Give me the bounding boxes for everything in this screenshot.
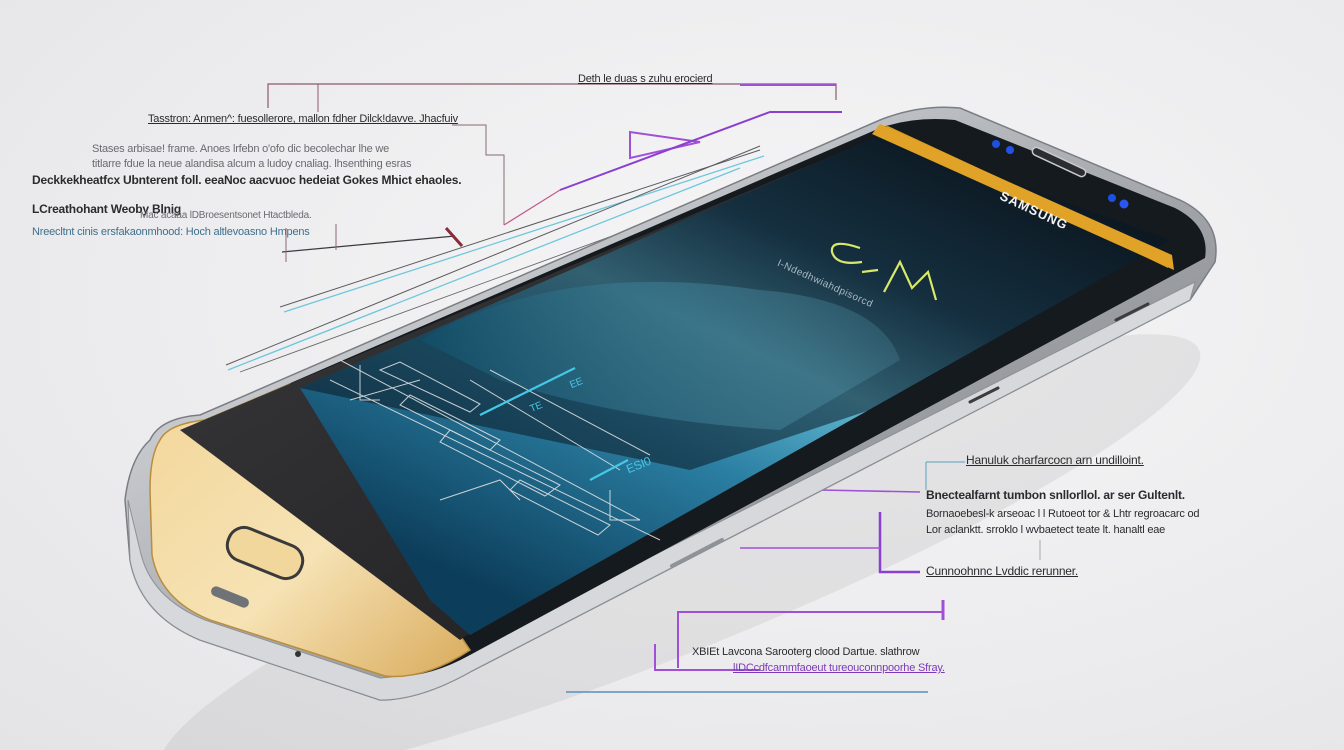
annotation-right-line: Lor aclanktt. srroklo l wvbaetect teate … [926,524,1166,536]
annotation-lines-left [225,83,842,373]
home-button [225,525,305,581]
annotation-top-right: Deth le duas s zuhu erocierd [578,73,713,85]
annotation-right-footer: Cunnoohnnc Lvddic rerunner. [926,564,1079,578]
annotation-right-heading: Hanuluk charfarcocn arn undilloint. [966,453,1144,467]
annotation-heading: Tasstron: Anmen^: fuesollerore, mallon f… [148,113,458,125]
earpiece-speaker [1031,146,1087,178]
annotation-bottom-line: lIDCcdfcammfaoeut tureouconnpoorhe Sfray… [733,662,945,674]
phone-body [124,106,1217,701]
annotation-line-blue: Nreecltnt cinis ersfakaonmhood: Hoch alt… [32,226,310,238]
annotation-line: Mac acaaa lDBroesentsonet Htactbleda. [140,210,312,221]
annotation-right-bold: Bnectealfarnt tumbon snllorllol. ar ser … [926,488,1185,502]
screen-cyan-lines [479,367,629,481]
front-led [992,140,1000,148]
annotation-right-line: Bornaoebesl-k arseoac l l Rutoeot tor & … [926,508,1200,520]
circuit-overlay [329,359,661,541]
annotation-bold-line: Deckkekheatfcx Ubnterent foll. eeaNoc aa… [32,173,462,187]
screen-logo-glyph [830,242,938,301]
annotation-bold-line: LCreathohant Weoby Blnig [32,202,181,216]
annotation-line: titlarre fdue la neue alandisa alcum a l… [92,158,412,170]
front-camera [1119,199,1129,209]
volume-button [968,386,1000,404]
annotation-lines-right [566,461,1041,693]
annotation-line: Stases arbisae! frame. Anoes lrfebn o'of… [92,143,390,155]
power-button [1114,302,1150,322]
annotation-bottom-line: XBIEt Lavcona Sarooterg clood Dartue. sl… [692,646,920,658]
